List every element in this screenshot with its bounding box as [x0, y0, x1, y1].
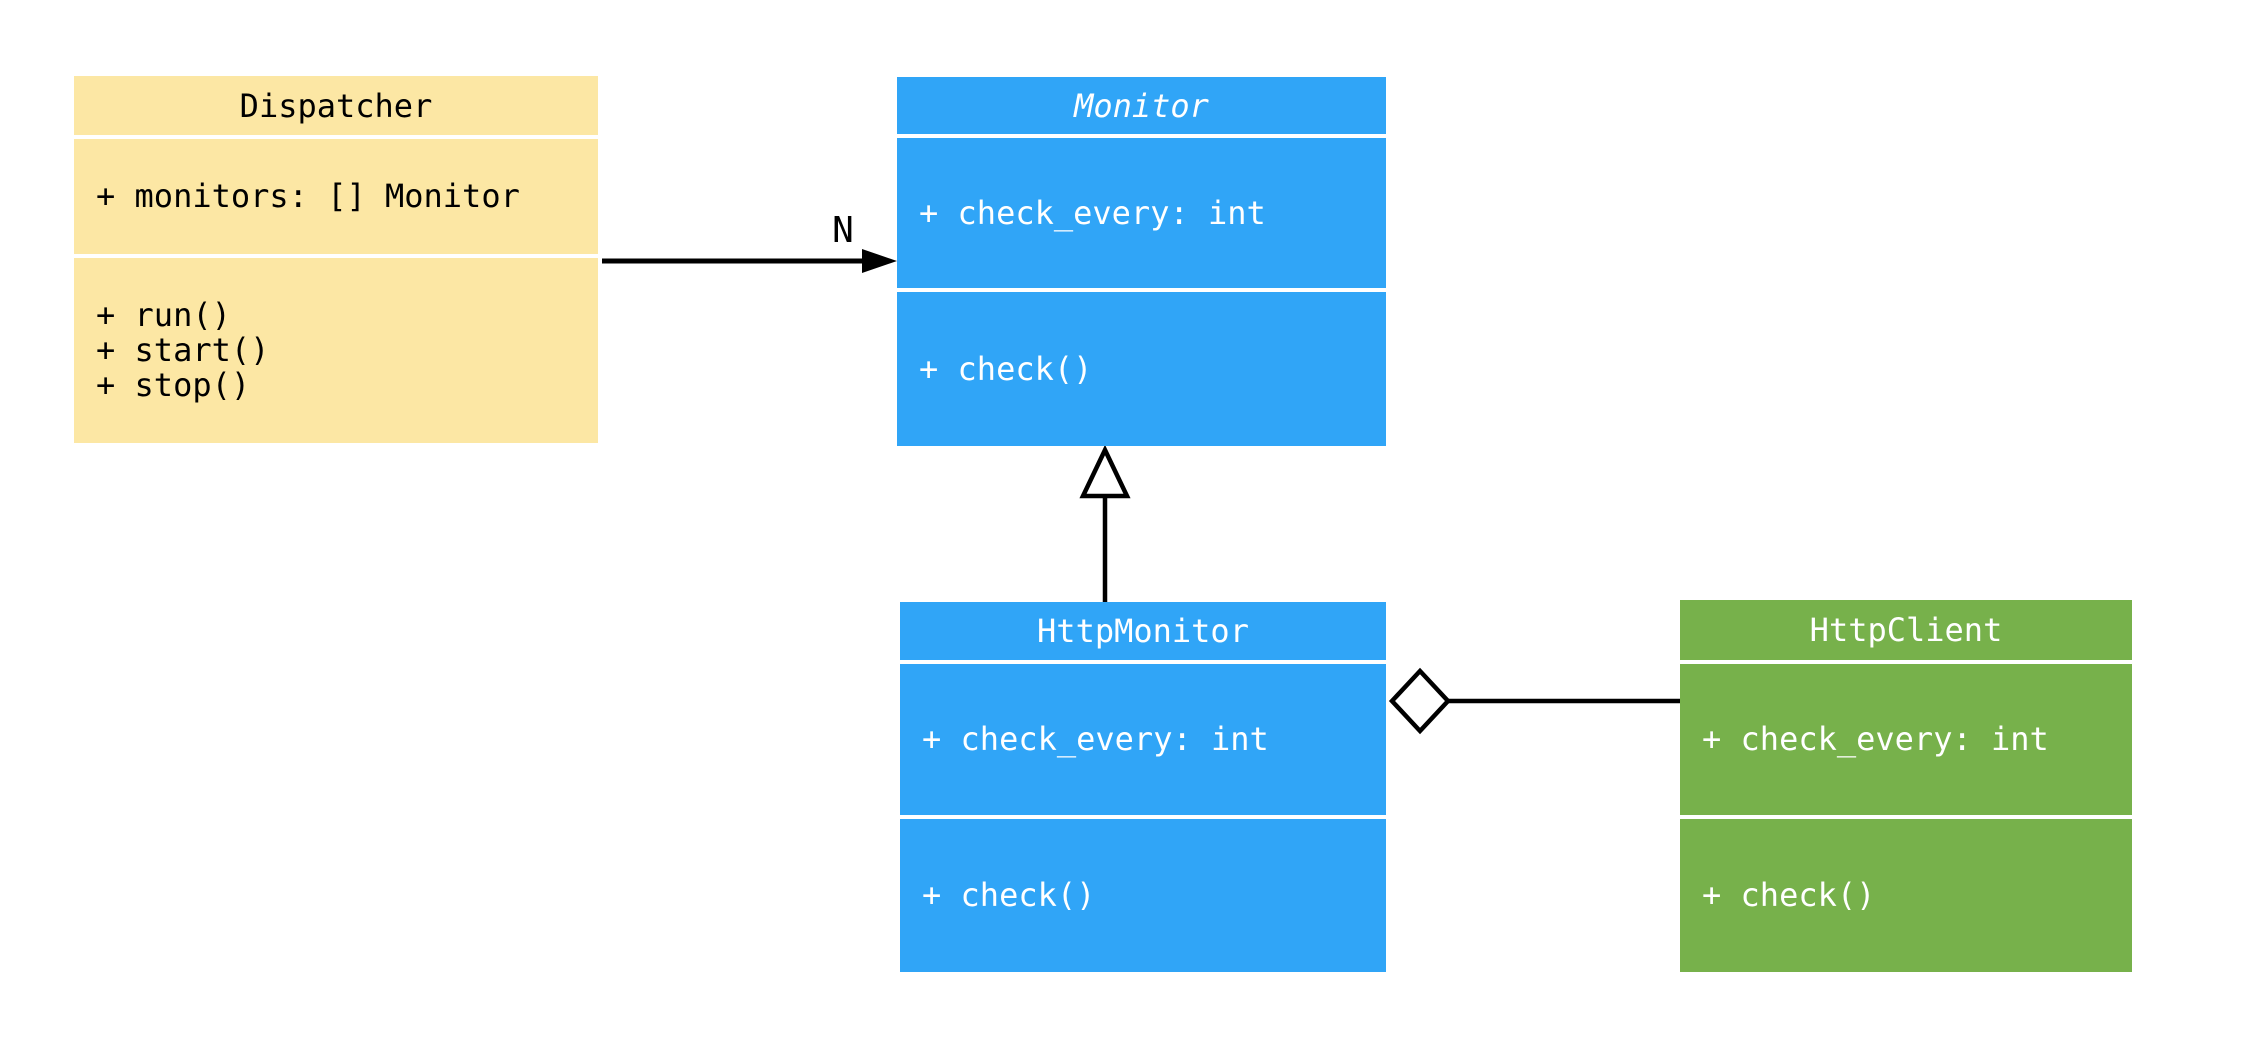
association-arrowhead-icon — [862, 249, 897, 273]
method-row: + check() — [1702, 876, 1876, 914]
class-methods-section: + check() — [897, 292, 1386, 446]
class-attributes-section: + monitors: [] Monitor — [74, 139, 598, 254]
class-box-dispatcher: Dispatcher + monitors: [] Monitor + run(… — [74, 76, 598, 443]
class-methods-section: + check() — [1680, 819, 2132, 972]
class-attributes-section: + check_every: int — [900, 664, 1386, 815]
class-box-monitor: Monitor + check_every: int + check() — [897, 77, 1386, 446]
method-row: + check() — [922, 876, 1096, 914]
class-attributes-section: + check_every: int — [897, 138, 1386, 288]
class-attributes-section: + check_every: int — [1680, 664, 2132, 815]
attribute-row: + monitors: [] Monitor — [96, 177, 520, 215]
class-methods-section: + check() — [900, 819, 1386, 972]
hollow-triangle-icon — [1079, 444, 1131, 499]
method-row: + run() — [96, 296, 231, 334]
class-box-httpmonitor: HttpMonitor + check_every: int + check() — [900, 602, 1386, 972]
class-box-httpclient: HttpClient + check_every: int + check() — [1680, 600, 2132, 972]
multiplicity-label: N — [832, 210, 854, 251]
generalization-edge-httpmonitor-monitor — [1079, 444, 1131, 602]
method-row: + start() — [96, 331, 270, 369]
attribute-row: + check_every: int — [922, 720, 1269, 758]
association-edge-dispatcher-monitor: N — [602, 210, 897, 273]
class-title: Dispatcher — [74, 76, 598, 135]
attribute-row: + check_every: int — [919, 193, 1266, 232]
attribute-row: + check_every: int — [1702, 720, 2049, 758]
method-row: + check() — [919, 349, 1093, 388]
aggregation-edge-httpmonitor-httpclient — [1388, 667, 1680, 735]
class-methods-section: + run() + start() + stop() — [74, 258, 598, 443]
class-title: Monitor — [897, 77, 1386, 134]
hollow-diamond-icon — [1388, 667, 1452, 735]
method-row: + stop() — [96, 366, 251, 404]
class-title: HttpClient — [1680, 600, 2132, 660]
class-title: HttpMonitor — [900, 602, 1386, 660]
